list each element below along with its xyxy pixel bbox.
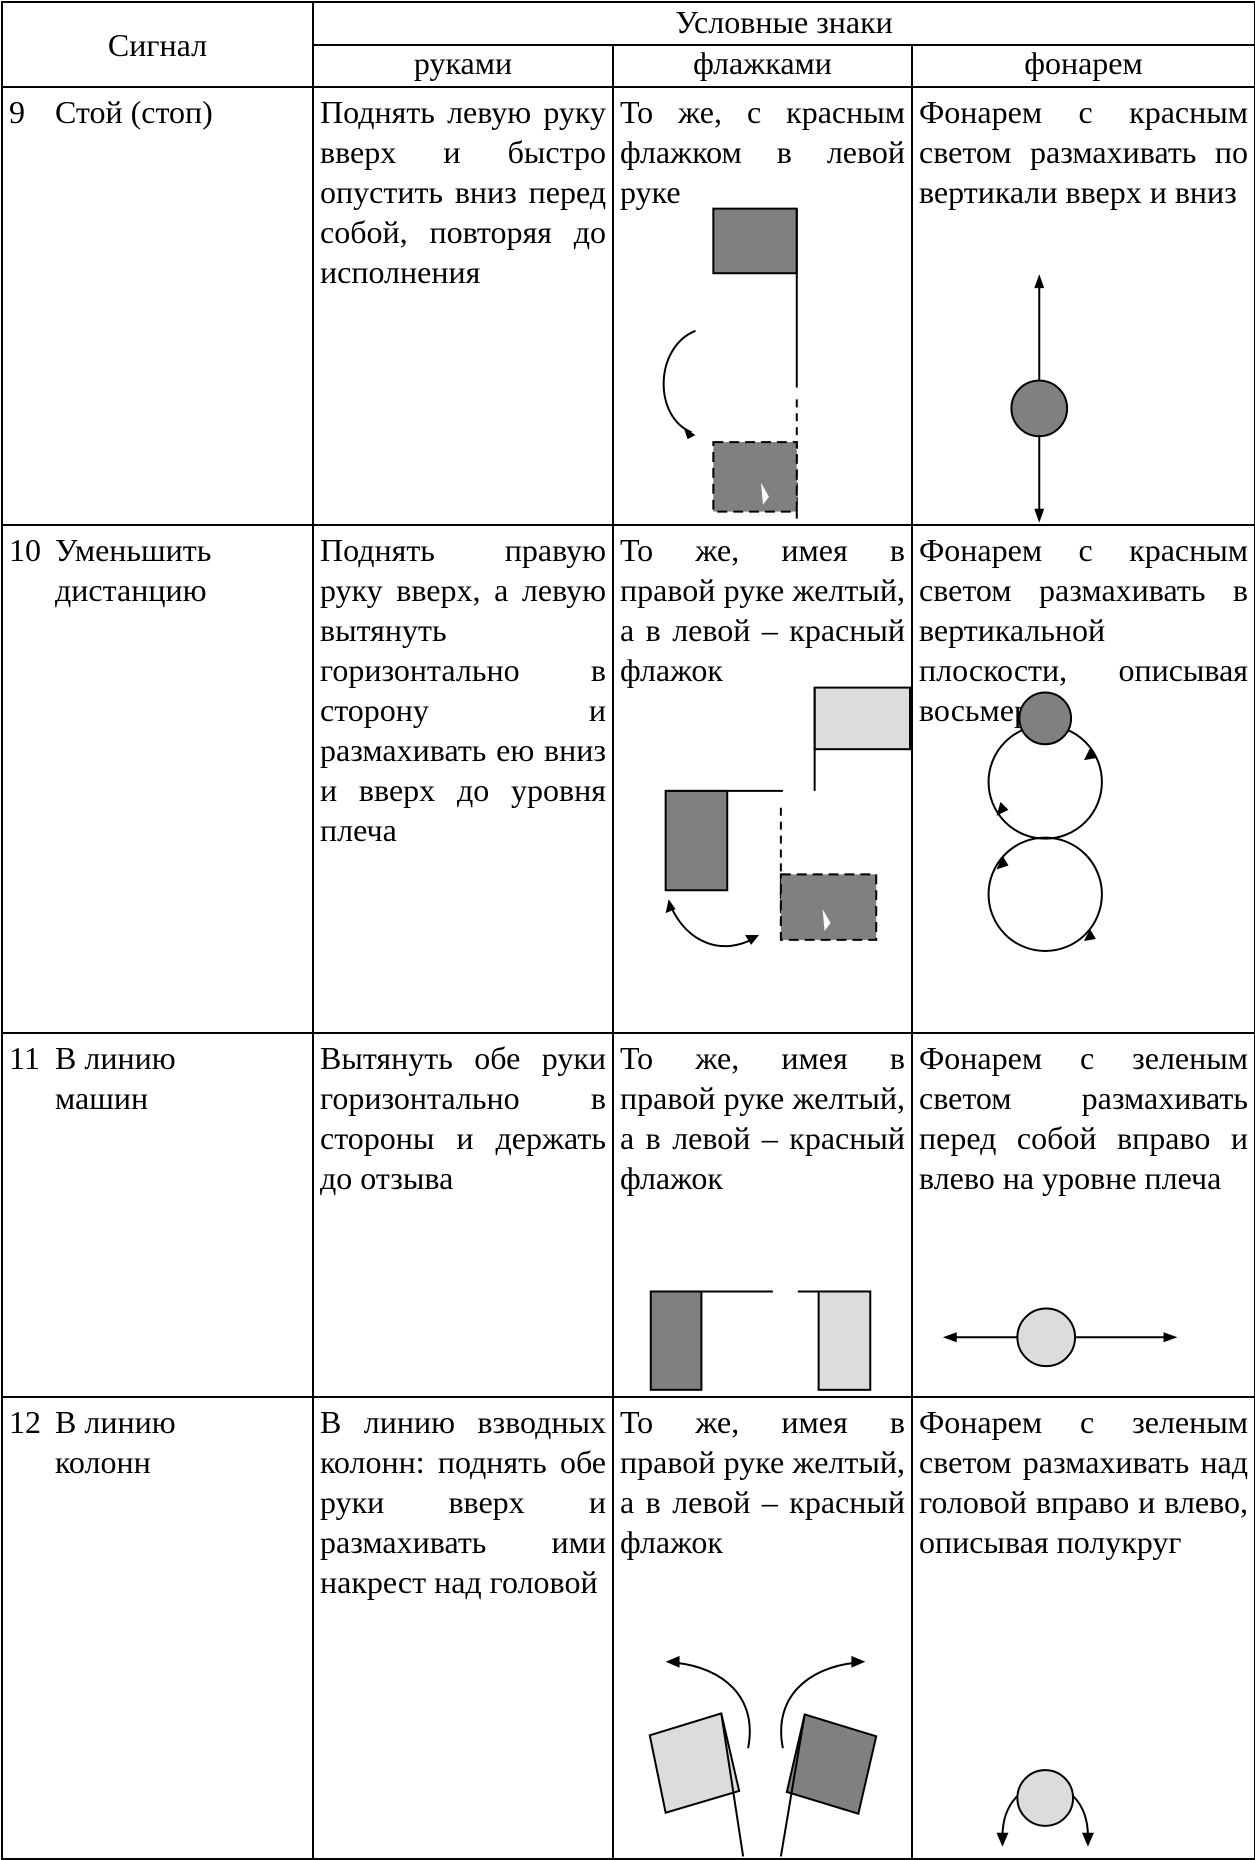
flag-stop-icon — [662, 207, 798, 523]
signal-number: 12 — [9, 1404, 41, 1440]
lantern-cell: Фонарем с зеленым светом размахивать пер… — [911, 1032, 1255, 1398]
signal-label: Уменьшить дистанцию — [55, 532, 212, 608]
hands-cell: Поднять левую руку вверх и быстро опусти… — [312, 86, 614, 526]
signal-number: 11 — [9, 1040, 40, 1076]
flags-cell: То же, с красным флажком в левой руке — [612, 86, 913, 526]
lantern-vertical-icon — [1010, 274, 1069, 523]
flags-text: То же, имея в правой руке желтый, а в ле… — [620, 532, 905, 688]
hands-text: Поднять левую руку вверх и быстро опусти… — [320, 94, 606, 290]
signal-label: Стой (стоп) — [55, 94, 213, 130]
table-row: 12 В линию колонн В линию взводных колон… — [1, 1396, 1255, 1860]
flag-line-of-vehicles-icon — [649, 1290, 872, 1391]
lantern-cell: Фонарем с зеленым светом размахивать над… — [911, 1396, 1255, 1860]
signal-label: В линию колонн — [55, 1404, 176, 1480]
table-row: 9 Стой (стоп) Поднять левую руку вверх и… — [1, 86, 1255, 526]
flags-cell: То же, имея в правой руке желтый, а в ле… — [612, 1032, 913, 1398]
signal-cell: 11 В линию машин — [1, 1032, 314, 1398]
hands-cell: В линию взводных колонн: поднять обе рук… — [312, 1396, 614, 1860]
signal-number: 10 — [9, 532, 41, 568]
signal-label: В линию машин — [55, 1040, 176, 1116]
flag-line-of-columns-icon — [648, 1655, 878, 1857]
flags-text: То же, имея в правой руке желтый, а в ле… — [620, 1040, 905, 1196]
table-row: 11 В линию машин Вытянуть обе руки гориз… — [1, 1032, 1255, 1398]
signal-cell: 9 Стой (стоп) — [1, 86, 314, 526]
hands-text: Поднять правую руку вверх, а левую вытян… — [320, 532, 606, 848]
signal-number: 9 — [9, 94, 25, 130]
lantern-text: Фонарем с зеленым светом размахивать над… — [919, 1404, 1248, 1560]
lantern-cell: Фонарем с красным светом размахивать в в… — [911, 524, 1255, 1034]
signal-cell: 12 В линию колонн — [1, 1396, 314, 1860]
header-lantern: фонарем — [911, 44, 1255, 88]
header-flags: флажками — [612, 44, 913, 88]
hands-text: В линию взводных колонн: поднять обе рук… — [320, 1404, 606, 1600]
lantern-figure-eight-icon — [987, 691, 1103, 952]
table-row: 10 Уменьшить дистанцию Поднять правую ру… — [1, 524, 1255, 1034]
flags-text: То же, имея в правой руке желтый, а в ле… — [620, 1404, 905, 1560]
lantern-horizontal-icon — [942, 1307, 1178, 1368]
header-signal: Сигнал — [1, 1, 314, 88]
hands-cell: Вытянуть обе руки горизонтально в сторон… — [312, 1032, 614, 1398]
header-hands: руками — [312, 44, 614, 88]
header-signs: Условные знаки — [312, 1, 1255, 46]
flag-reduce-distance-icon — [664, 686, 911, 948]
hands-cell: Поднять правую руку вверх, а левую вытян… — [312, 524, 614, 1034]
lantern-text: Фонарем с красным светом размахивать в в… — [919, 532, 1248, 728]
lantern-semicircle-icon — [996, 1769, 1094, 1847]
hands-text: Вытянуть обе руки горизонтально в сторон… — [320, 1040, 606, 1196]
signal-cell: 10 Уменьшить дистанцию — [1, 524, 314, 1034]
lantern-text: Фонарем с зеленым светом размахивать пер… — [919, 1040, 1248, 1196]
flags-cell: То же, имея в правой руке желтый, а в ле… — [612, 524, 913, 1034]
flags-text: То же, с красным флажком в левой руке — [620, 94, 905, 210]
lantern-cell: Фонарем с красным светом размахивать по … — [911, 86, 1255, 526]
lantern-text: Фонарем с красным светом размахивать по … — [919, 94, 1248, 210]
flags-cell: То же, имея в правой руке желтый, а в ле… — [612, 1396, 913, 1860]
